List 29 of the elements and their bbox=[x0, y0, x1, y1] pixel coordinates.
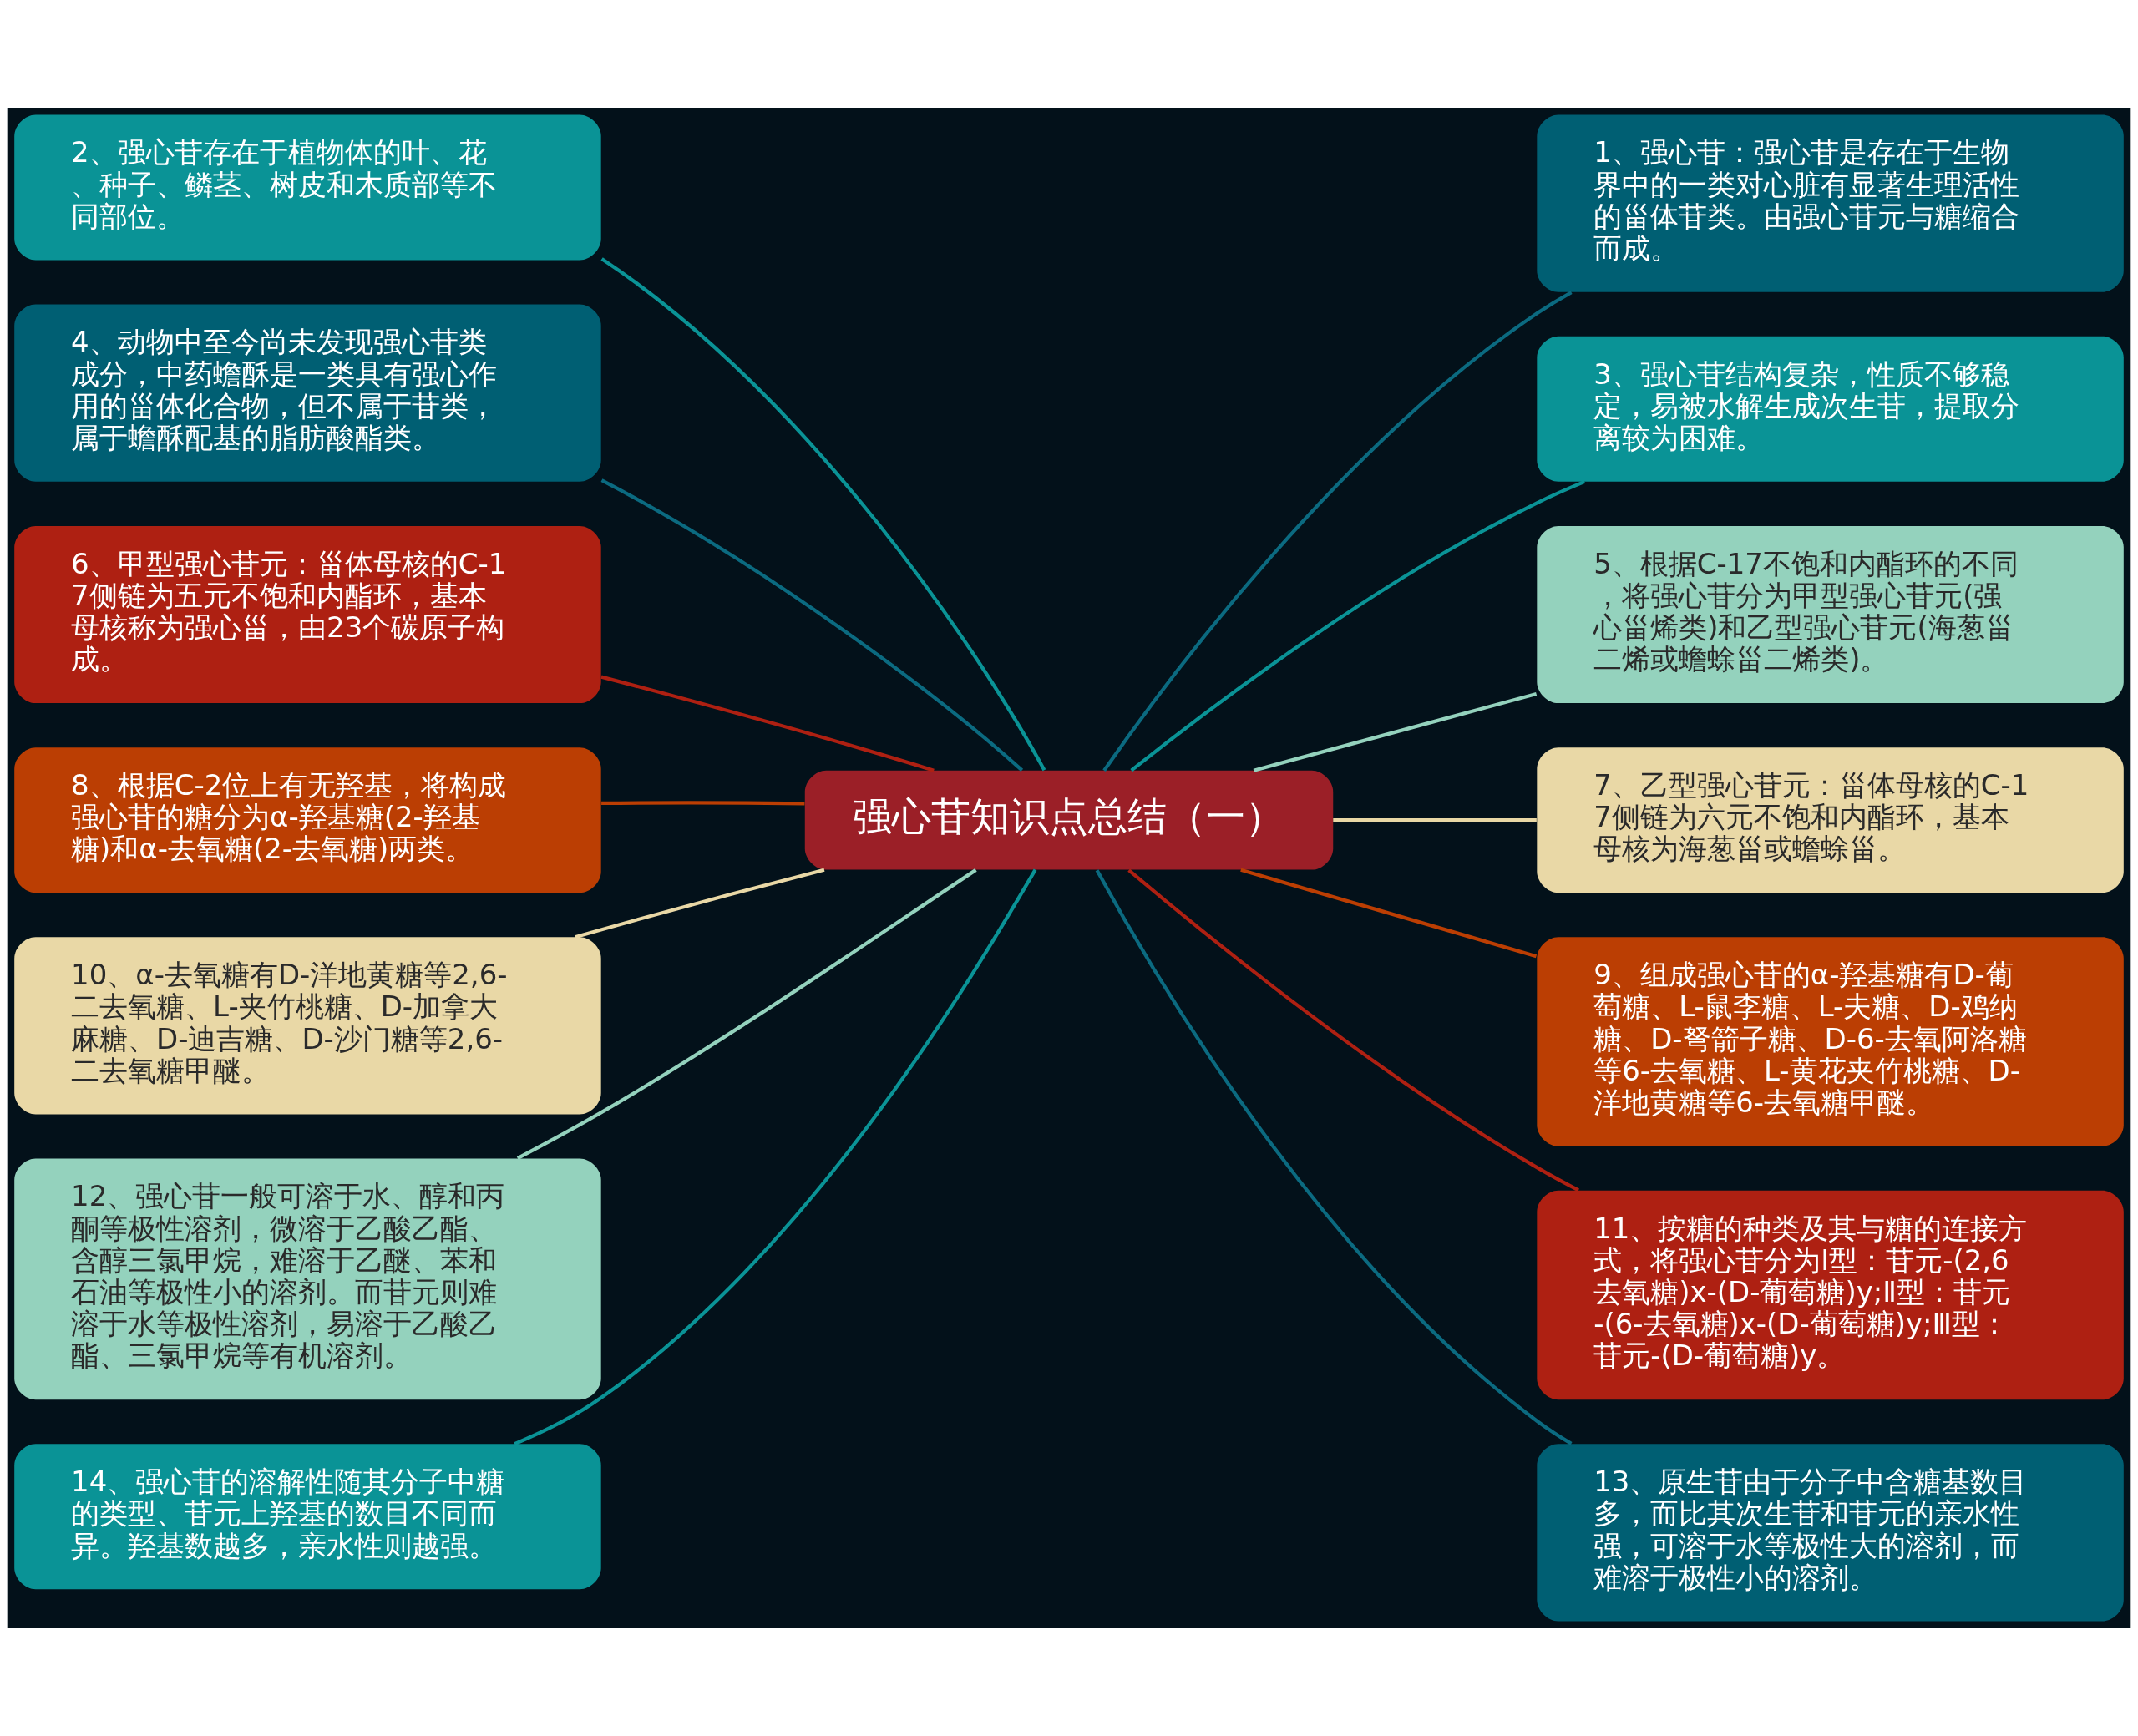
connector bbox=[601, 801, 805, 806]
node-box: 6、甲型强心苷元：甾体母核的C-17侧链为五元不饱和内酯环，基本母核称为强心甾，由23个碳原子构成。 bbox=[14, 525, 601, 704]
connector bbox=[574, 868, 825, 939]
node-box: 2、强心苷存在于植物体的叶、花、种子、鳞茎、树皮和木质部等不同部位。 bbox=[14, 114, 601, 261]
connector bbox=[1253, 691, 1538, 772]
connector bbox=[516, 868, 977, 1160]
node-box: 14、强心苷的溶解性随其分子中糖的类型、苷元上羟基的数目不同而异。羟基数越多，亲水性则越强。 bbox=[14, 1444, 601, 1590]
connector bbox=[600, 675, 935, 772]
connector bbox=[1127, 868, 1579, 1192]
connector bbox=[1333, 818, 1537, 822]
connector bbox=[600, 257, 1046, 772]
node-box: 3、强心苷结构复杂，性质不够稳定，易被水解生成次生苷，提取分离较为困难。 bbox=[1537, 336, 2124, 482]
node-box: 4、动物中至今尚未发现强心苷类成分，中药蟾酥是一类具有强心作用的甾体化合物，但不属于苷类，属于蟾酥配基的脂肪酸酯类。 bbox=[14, 304, 601, 482]
connector bbox=[1240, 868, 1538, 959]
node-box: 9、组成强心苷的α-羟基糖有D-葡萄糖、L-鼠李糖、L-夫糖、D-鸡纳糖、D-弩箭子糖、D-6-去氧阿洛糖等6-去氧糖、L-黄花夹竹桃糖、D-洋地黄糖等6-去氧糖甲醚。 bbox=[1537, 937, 2124, 1146]
connector bbox=[1095, 869, 1573, 1445]
node-box: 8、根据C-2位上有无羟基，将构成强心苷的糖分为α-羟基糖(2-羟基糖)和α-去氧糖(2-去氧糖)两类。 bbox=[14, 747, 601, 893]
node-box: 12、强心苷一般可溶于水、醇和丙酮等极性溶剂，微溶于乙酸乙酯、含醇三氯甲烷，难溶于乙醚、苯和石油等极性小的溶剂。而苷元则难溶于水等极性溶剂，易溶于乙酸乙酯、三氯甲烷等有机溶剂。 bbox=[14, 1158, 601, 1400]
connector bbox=[1102, 291, 1573, 772]
node-box: 13、原生苷由于分子中含糖基数目多，而比其次生苷和苷元的亲水性强，可溶于水等极性大的溶剂，而难溶于极性小的溶剂。 bbox=[1537, 1444, 2124, 1622]
node-box: 11、按糖的种类及其与糖的连接方式，将强心苷分为Ⅰ型：苷元-(2,6去氧糖)x-(D-葡萄糖)y;Ⅱ型：苷元-(6-去氧糖)x-(D-葡萄糖)y;Ⅲ型：苷元-(D-葡萄糖)y。 bbox=[1537, 1190, 2124, 1400]
connector bbox=[514, 868, 1037, 1446]
connector bbox=[1130, 479, 1586, 772]
node-box: 1、强心苷：强心苷是存在于生物界中的一类对心脏有显著生理活性的甾体苷类。由强心苷元与糖缩合而成。 bbox=[1537, 114, 2124, 292]
node-box: 强心苷知识点总结（一） bbox=[804, 770, 1334, 870]
node-box: 10、α-去氧糖有D-洋地黄糖等2,6-二去氧糖、L-夹竹桃糖、D-加拿大麻糖、D-迪吉糖、D-沙门糖等2,6-二去氧糖甲醚。 bbox=[14, 937, 601, 1115]
node-box: 5、根据C-17不饱和内酯环的不同，将强心苷分为甲型强心苷元(强心甾烯类)和乙型强心苷元(海葱甾二烯或蟾蜍甾二烯类)。 bbox=[1537, 525, 2124, 704]
connector bbox=[600, 478, 1024, 772]
node-box: 7、乙型强心苷元：甾体母核的C-17侧链为六元不饱和内酯环，基本母核为海葱甾或蟾蜍甾。 bbox=[1537, 747, 2124, 893]
